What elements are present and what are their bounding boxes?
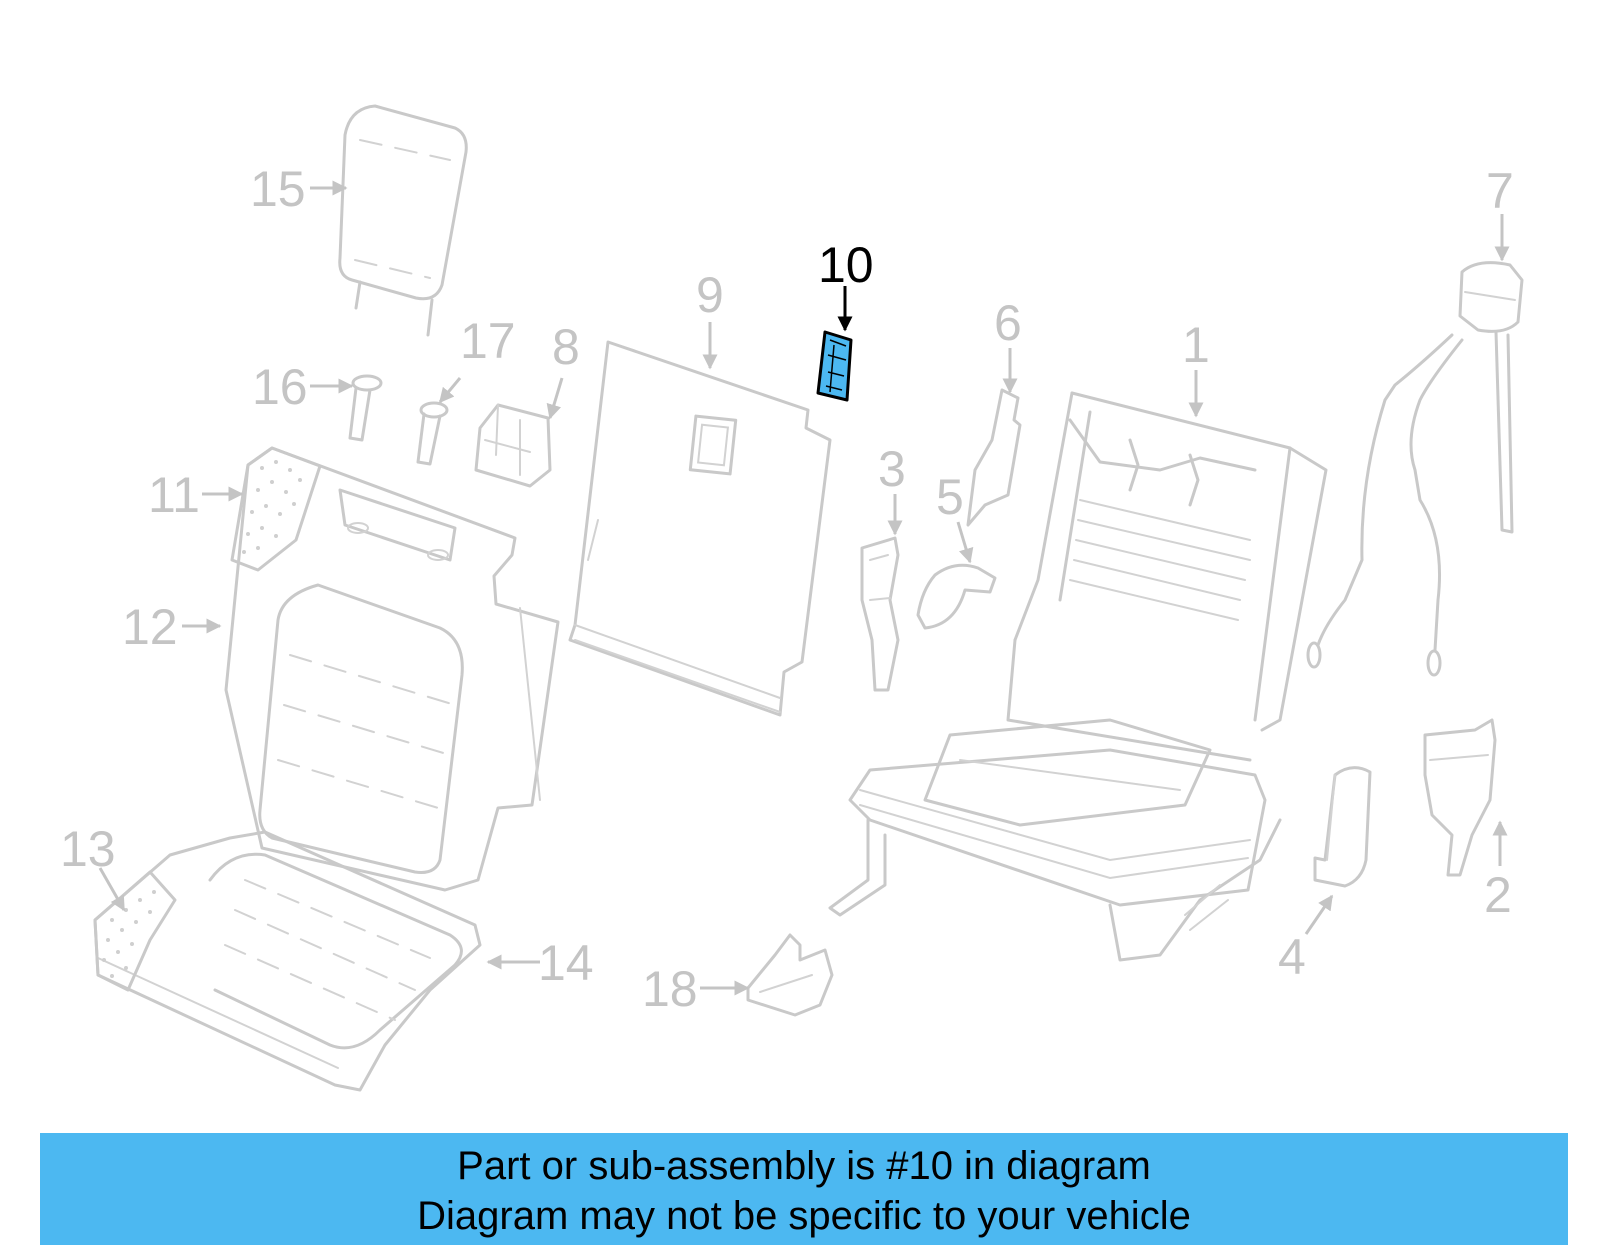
part-4-side-panel	[1313, 766, 1372, 888]
callout-7: 7	[1486, 163, 1514, 219]
callout-9: 9	[696, 267, 724, 323]
callout-2: 2	[1484, 867, 1512, 923]
part-2-cover	[1423, 718, 1497, 877]
part-12-seatback-cover	[224, 446, 560, 892]
callout-3: 3	[878, 441, 906, 497]
callout-14: 14	[538, 935, 594, 991]
callout-6: 6	[994, 295, 1022, 351]
callout-12: 12	[122, 599, 178, 655]
callout-11: 11	[148, 467, 200, 523]
banner-line-disclaimer: Diagram may not be specific to your vehi…	[417, 1194, 1191, 1238]
info-banner: Part or sub-assembly is #10 in diagram D…	[40, 1133, 1568, 1245]
callout-8: 8	[552, 319, 580, 375]
part-18-trim-cover	[746, 933, 834, 1017]
part-17-guide	[416, 401, 449, 466]
callout-16: 16	[252, 359, 308, 415]
part-6-trim-panel	[966, 388, 1022, 527]
callout-18: 18	[642, 961, 698, 1017]
part-3-trim	[860, 536, 900, 692]
part-13-foam-pad	[93, 870, 177, 992]
part-14-cushion-cover	[93, 830, 482, 1092]
part-16-guide	[348, 374, 383, 442]
part-9-seatback-panel	[568, 340, 832, 717]
callout-1: 1	[1182, 317, 1210, 373]
leader-lines	[98, 180, 1510, 996]
part-1-seat-frame	[828, 391, 1328, 962]
part-7-belt-retractor	[1306, 261, 1524, 677]
part-15-headrest	[338, 104, 468, 337]
callout-10[interactable]: 10	[818, 237, 874, 293]
callout-17: 17	[460, 313, 516, 369]
callout-15: 15	[250, 161, 306, 217]
callout-4: 4	[1278, 929, 1306, 985]
part-11-foam-pad	[230, 446, 322, 572]
callout-5: 5	[936, 469, 964, 525]
banner-line-part-number: Part or sub-assembly is #10 in diagram	[457, 1144, 1151, 1188]
part-8-bracket	[474, 403, 552, 488]
callout-13: 13	[60, 821, 116, 877]
part-10-highlighted[interactable]	[816, 330, 853, 402]
part-5-cover	[916, 563, 997, 630]
callout-labels: 15 16 17 8 9 10 6 1 7 3 5 11 12 13 14 18…	[60, 161, 1514, 1017]
